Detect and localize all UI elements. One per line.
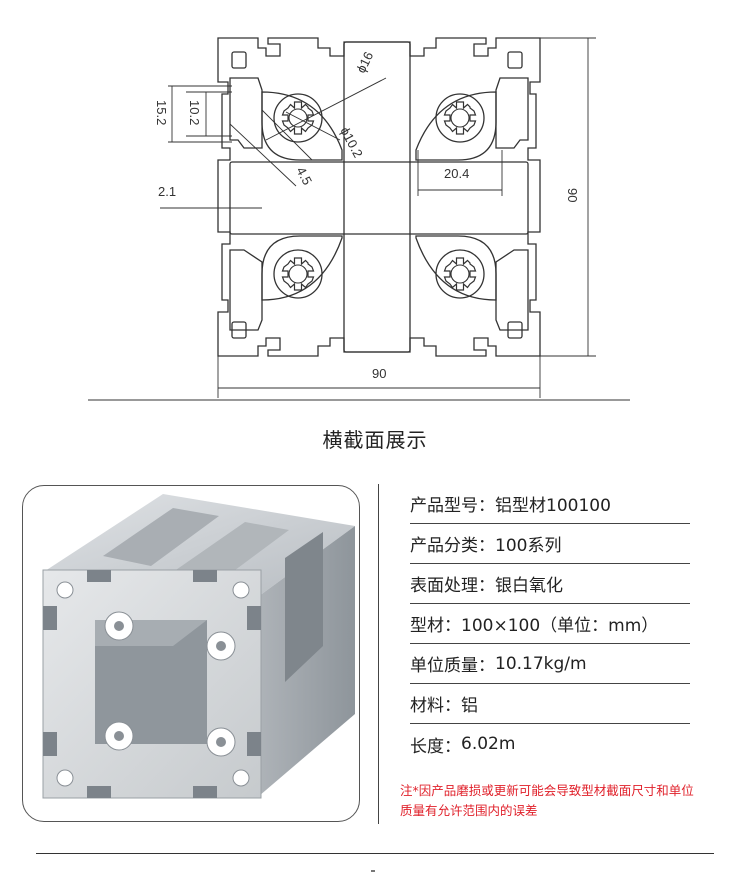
spec-list: 产品型号： 铝型材100100 产品分类： 100系列 表面处理： 银白氧化 型… [410, 484, 690, 764]
dim-depth-4-5: 4.5 [293, 164, 315, 187]
spec-row-material: 材料： 铝 [410, 684, 690, 724]
spec-row-surface: 表面处理： 银白氧化 [410, 564, 690, 604]
spec-value: 100系列 [495, 536, 562, 556]
vertical-divider [378, 484, 379, 824]
spec-label: 表面处理： [410, 576, 495, 596]
bottom-mark [371, 870, 375, 872]
spec-row-category: 产品分类： 100系列 [410, 524, 690, 564]
dim-wall-2-1: 2.1 [158, 184, 176, 199]
dim-height-90: 90 [565, 188, 580, 202]
spec-row-profile: 型材： 100×100（单位：mm） [410, 604, 690, 644]
spec-label: 材料： [410, 696, 461, 716]
dim-dia-16: ϕ16 [353, 49, 376, 75]
spec-value: 100×100（单位：mm） [461, 616, 659, 636]
cross-section-caption: 横截面展示 [322, 428, 428, 452]
spec-value: 10.17kg/m [495, 653, 587, 674]
spec-label: 单位质量： [410, 656, 495, 676]
tolerance-note: 注*因产品磨损或更新可能会导致型材截面尺寸和单位质量有允许范围内的误差 [400, 783, 694, 818]
dim-bore-20-4: 20.4 [444, 166, 469, 181]
spec-label: 产品分类： [410, 536, 495, 556]
dim-slot-15-2: 15.2 [154, 100, 169, 125]
spec-label: 长度： [410, 736, 461, 757]
spec-value: 银白氧化 [495, 576, 563, 596]
spec-label: 型材： [410, 616, 461, 636]
bottom-divider [36, 853, 714, 854]
spec-row-model: 产品型号： 铝型材100100 [410, 484, 690, 524]
spec-value: 铝型材100100 [495, 496, 611, 516]
profile-photo [22, 485, 360, 822]
spec-value: 6.02m [461, 734, 516, 754]
cross-section-drawing: ϕ16 ϕ10.2 15.2 10.2 4.5 2.1 20.4 90 90 [88, 37, 630, 401]
spec-label: 产品型号： [410, 496, 495, 516]
dim-width-90: 90 [372, 366, 386, 381]
spec-row-length: 长度： 6.02m [410, 724, 690, 764]
dim-slot-10-2: 10.2 [187, 100, 202, 125]
spec-value: 铝 [461, 696, 478, 716]
spec-row-unit-mass: 单位质量： 10.17kg/m [410, 644, 690, 684]
